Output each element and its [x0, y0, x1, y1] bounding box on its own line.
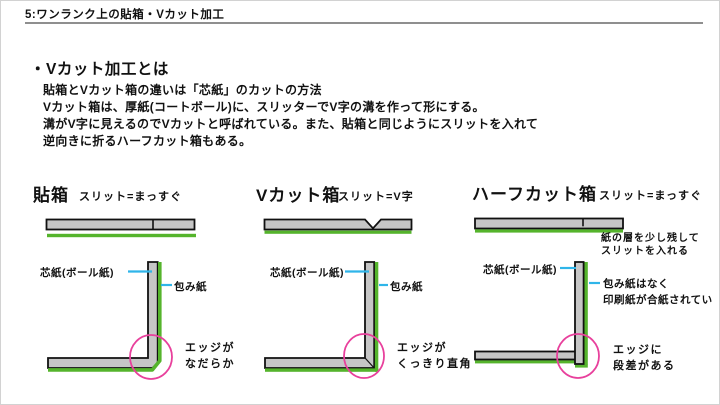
vcut-heading: Vカット箱	[256, 186, 341, 205]
halfcut-edge-line1: エッジに	[613, 344, 663, 356]
vcut-edge-highlight-circle	[343, 333, 385, 379]
section-title: ・Vカット加工とは	[30, 61, 169, 78]
vcut-core-label: 芯紙(ボール紙)	[270, 267, 344, 279]
halfcut-core-label: 芯紙(ボール紙)	[483, 264, 557, 276]
vcut-edge-label: エッジが くっきり直角	[397, 340, 472, 372]
haribako-corner-board	[47, 261, 159, 369]
vcut-corner-board	[264, 261, 376, 369]
body-line: 貼箱とVカット箱の違いは「芯紙」のカットの方法	[43, 83, 322, 97]
halfcut-wrap-label: 包み紙はなく 印刷紙が合紙されてい	[603, 277, 713, 308]
halfcut-slit-annotation: 紙の層を少し残して スリットを入れる	[601, 233, 700, 258]
halfcut-corner-laminate-vertical	[584, 262, 588, 365]
vcut-top-board	[263, 218, 413, 231]
halfcut-wrap-line2: 印刷紙が合紙されてい	[603, 293, 713, 306]
haribako-heading: 貼箱	[33, 186, 69, 205]
halfcut-diagram	[474, 217, 624, 379]
halfcut-slit-note: スリット=まっすぐ	[599, 190, 702, 202]
halfcut-edge-highlight-circle	[556, 333, 600, 379]
vcut-miter-line	[364, 357, 375, 369]
body-line: Vカット箱は、厚紙(コートボール)に、スリッターでV字の溝を作って形にする。	[43, 100, 485, 114]
body-line: 溝がV字に見えるのでVカットと呼ばれている。また、貼箱と同じようにスリットを入れ…	[43, 117, 539, 131]
vcut-wrap-paper-strip	[264, 230, 412, 234]
haribako-diagram	[45, 218, 196, 380]
haribako-edge-line1: エッジが	[185, 342, 235, 354]
halfcut-edge-label: エッジに 段差がある	[613, 342, 676, 374]
haribako-edge-highlight-circle	[129, 334, 173, 380]
halfcut-corner-board-horizontal	[474, 350, 582, 361]
halfcut-slit-annotation-line2: スリットを入れる	[601, 245, 689, 257]
haribako-edge-line2: なだらか	[185, 358, 235, 370]
vcut-slit-note: スリット=V字	[338, 191, 414, 203]
vcut-edge-line1: エッジが	[397, 342, 447, 354]
slide-header-title: 5:ワンランク上の貼箱・Vカット加工	[25, 9, 225, 21]
halfcut-laminate-strip	[475, 229, 623, 233]
haribako-core-label: 芯紙(ボール紙)	[40, 267, 114, 279]
halfcut-heading: ハーフカット箱	[472, 185, 597, 204]
vcut-wrap-label: 包み紙	[390, 281, 423, 293]
body-line: 逆向きに折るハーフカット箱もある。	[43, 134, 252, 148]
haribako-corner-wrap	[48, 262, 162, 372]
haribako-top-board	[45, 218, 196, 231]
halfcut-top-board	[474, 217, 624, 230]
haribako-wrap-paper-strip	[47, 233, 196, 238]
haribako-wrap-label: 包み紙	[174, 281, 207, 293]
vcut-edge-line2: くっきり直角	[397, 358, 472, 370]
haribako-edge-label: エッジが なだらか	[185, 340, 235, 372]
vcut-corner-wrap-bottom	[265, 368, 379, 372]
vcut-corner-wrap-vertical	[374, 262, 379, 372]
halfcut-wrap-line1: 包み紙はなく	[603, 278, 669, 290]
haribako-slit-note: スリット=まっすぐ	[79, 191, 182, 203]
halfcut-edge-line2: 段差がある	[613, 360, 676, 372]
body-paragraph: 貼箱とVカット箱の違いは「芯紙」のカットの方法 Vカット箱は、厚紙(コートボール…	[43, 82, 538, 150]
halfcut-corner-laminate-bottom	[475, 360, 581, 364]
halfcut-corner-board-vertical	[574, 261, 585, 365]
header-rule	[25, 22, 703, 24]
halfcut-slit-annotation-line1: 紙の層を少し残して	[601, 233, 700, 244]
vcut-diagram	[263, 218, 413, 379]
halfcut-corner-laminate-stub	[575, 364, 588, 368]
